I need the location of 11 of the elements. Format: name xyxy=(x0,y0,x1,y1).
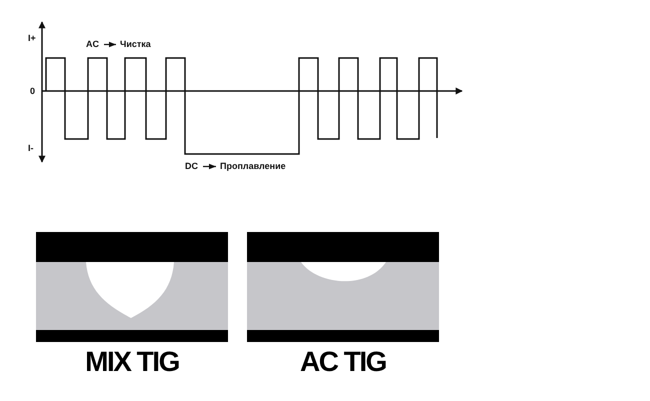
arrow xyxy=(104,42,116,48)
annotation-text: Проплавление xyxy=(220,161,286,172)
annotation-text: Чистка xyxy=(120,39,151,50)
axis-label: 0 xyxy=(30,86,36,97)
axis-label: I- xyxy=(28,143,34,154)
annotation-text: DC xyxy=(185,161,198,172)
arrow xyxy=(203,164,216,170)
annotation-text: AC xyxy=(86,39,99,50)
drawing-caption: MIX TIG xyxy=(84,346,180,378)
axis-label: I+ xyxy=(28,33,36,44)
drawing-caption: AC TIG xyxy=(299,346,387,378)
